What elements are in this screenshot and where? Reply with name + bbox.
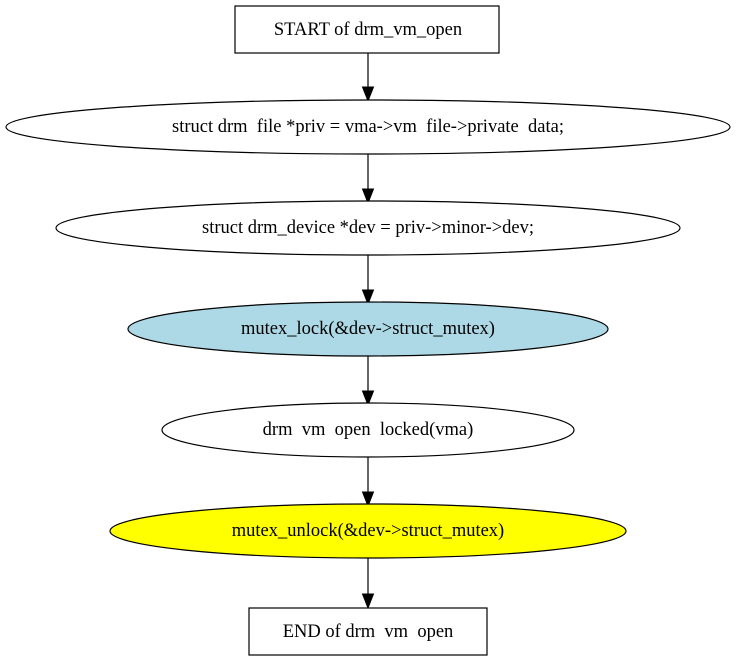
get-priv-node: struct drm file *priv = vma->vm file->pr… bbox=[5, 99, 731, 155]
mutex-unlock-node: mutex_unlock(&dev->struct_mutex) bbox=[109, 503, 627, 559]
mutex-unlock-node-label: mutex_unlock(&dev->struct_mutex) bbox=[232, 521, 504, 541]
edge-open-locked-to-unlock bbox=[361, 457, 375, 508]
mutex-lock-node: mutex_lock(&dev->struct_mutex) bbox=[127, 301, 609, 357]
get-priv-node-label: struct drm file *priv = vma->vm file->pr… bbox=[172, 117, 564, 137]
edge-lock-to-open-locked bbox=[361, 356, 375, 407]
end-node: END of drm vm open bbox=[248, 607, 488, 656]
open-locked-node: drm vm open locked(vma) bbox=[161, 402, 575, 458]
open-locked-node-label: drm vm open locked(vma) bbox=[263, 420, 474, 440]
start-node: START of drm_vm_open bbox=[234, 5, 500, 54]
edges bbox=[361, 53, 375, 610]
edge-start-to-get-priv bbox=[361, 53, 375, 103]
edge-unlock-to-end bbox=[361, 558, 375, 610]
edge-get-priv-to-get-dev bbox=[361, 154, 375, 205]
get-dev-node-label: struct drm_device *dev = priv->minor->de… bbox=[202, 218, 534, 238]
edge-get-dev-to-lock bbox=[361, 255, 375, 306]
get-dev-node: struct drm_device *dev = priv->minor->de… bbox=[55, 200, 681, 256]
start-node-label: START of drm_vm_open bbox=[274, 20, 462, 40]
end-node-label: END of drm vm open bbox=[283, 622, 454, 642]
mutex-lock-node-label: mutex_lock(&dev->struct_mutex) bbox=[241, 319, 495, 339]
